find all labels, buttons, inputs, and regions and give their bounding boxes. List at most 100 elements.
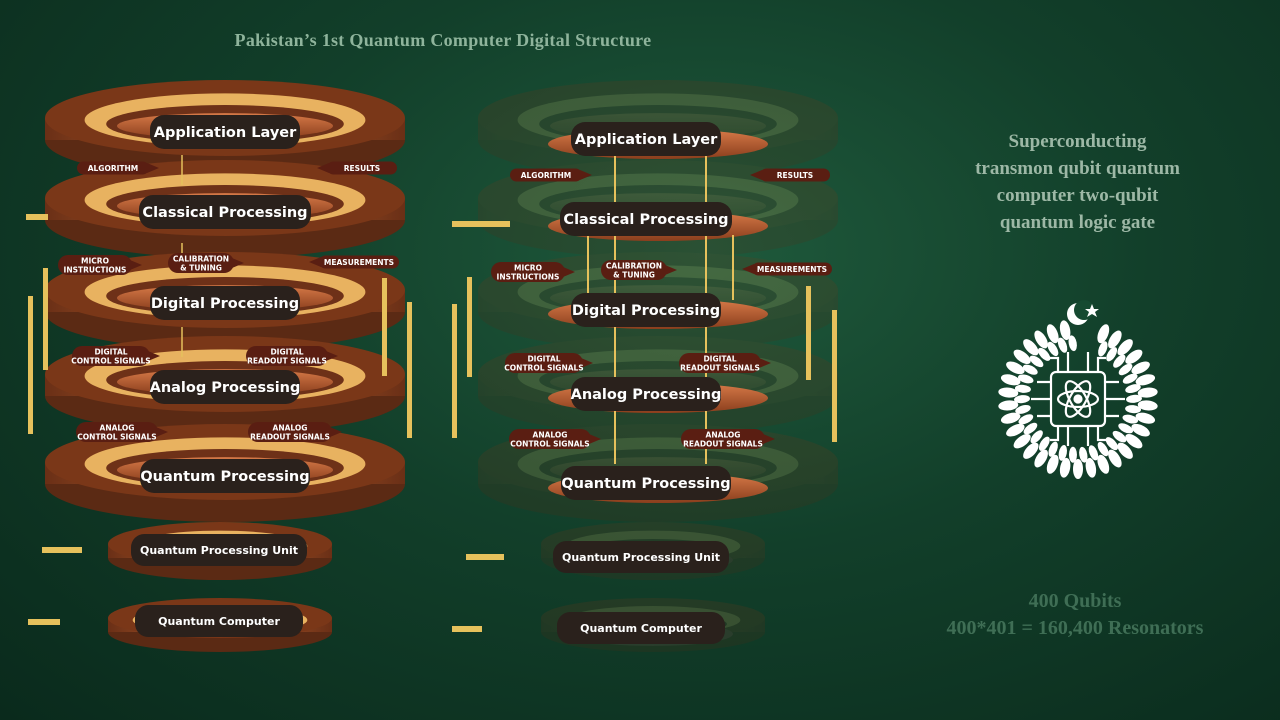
tag-digital-control-label: DIGITAL: [527, 355, 560, 364]
leaf-icon: [1108, 330, 1122, 349]
layer-quantum-label: Quantum Processing: [140, 469, 309, 485]
accent-bar: [452, 304, 457, 438]
leaf-icon: [1118, 363, 1133, 376]
leaf-icon: [1000, 412, 1021, 424]
leaf-icon: [1006, 361, 1025, 375]
leaf-icon: [1013, 433, 1031, 449]
leaf-icon: [1122, 414, 1139, 424]
leaf-icon: [1073, 459, 1083, 479]
leaf-icon: [1113, 354, 1126, 368]
leaf-icon: [1137, 387, 1158, 398]
tag-micro-instructions-label: INSTRUCTIONS: [64, 266, 127, 275]
description-text: Superconducting transmon qubit quantum c…: [930, 128, 1225, 236]
crescent-star-icon: [1067, 300, 1099, 325]
leaf-icon: [1014, 395, 1030, 404]
leaf-icon: [1088, 445, 1099, 461]
layer-qpu: Quantum Processing Unit: [131, 534, 307, 566]
description-line: quantum logic gate: [999, 212, 1156, 233]
layer-digital-label: Digital Processing: [572, 303, 720, 319]
leaf-icon: [1106, 347, 1118, 362]
leaf-icon: [1018, 414, 1034, 425]
leaf-icon: [1125, 384, 1141, 394]
leaf-icon: [1022, 364, 1038, 375]
leaf-icon: [1126, 394, 1142, 403]
accent-bars: [26, 214, 837, 632]
leaf-icon: [1046, 324, 1059, 344]
tag-calibration: CALIBRATION& TUNING: [601, 260, 677, 280]
tag-analog-readout-label: ANALOG: [706, 431, 741, 440]
tag-calibration-label: CALIBRATION: [173, 255, 229, 264]
tag-digital-readout-label: DIGITAL: [270, 348, 303, 357]
leaf-icon: [1131, 361, 1150, 375]
leaf-icon: [1015, 404, 1031, 414]
accent-bar: [28, 619, 60, 625]
leaf-icon: [1122, 373, 1138, 384]
resonator-count: 400*401 = 160,400 Resonators: [946, 617, 1204, 639]
leaf-icon: [1013, 349, 1031, 365]
layer-computer: Quantum Computer: [557, 612, 725, 644]
layer-computer: Quantum Computer: [135, 605, 303, 637]
accent-bar: [42, 547, 82, 553]
accent-bar: [407, 302, 412, 438]
tag-micro-instructions-label: MICRO: [81, 257, 109, 266]
layer-qpu: Quantum Processing Unit: [553, 541, 729, 573]
tag-analog-control-label: ANALOG: [533, 431, 568, 440]
accent-bar: [382, 278, 387, 376]
leaf-icon: [1023, 442, 1039, 459]
layer-computer-label: Quantum Computer: [158, 615, 280, 628]
tag-digital-control-label: CONTROL SIGNALS: [71, 357, 150, 366]
layer-analog: Analog Processing: [150, 370, 300, 404]
tag-algorithm: ALGORITHM: [77, 161, 159, 175]
leaf-icon: [1029, 355, 1044, 368]
leaf-icon: [1000, 374, 1021, 386]
leaf-icon: [1117, 339, 1133, 356]
atom-chip-icon: [1031, 352, 1125, 446]
tag-digital-control-label: DIGITAL: [94, 348, 127, 357]
tag-algorithm-label: ALGORITHM: [88, 164, 139, 173]
layer-analog: Analog Processing: [571, 377, 721, 411]
stats-block: 400 Qubits 400*401 = 160,400 Resonators: [880, 588, 1270, 642]
leaf-icon: [1034, 330, 1048, 349]
leaf-icon: [1108, 449, 1122, 468]
tag-results-label: RESULTS: [344, 164, 380, 173]
leaf-wreath-icon: [998, 320, 1158, 479]
layer-qpu-label: Quantum Processing Unit: [562, 551, 720, 564]
layer-quantum: Quantum Processing: [561, 466, 731, 500]
tag-measurements: MEASUREMENTS: [742, 262, 832, 276]
leaf-icon: [1057, 337, 1068, 353]
leaf-icon: [1046, 454, 1059, 474]
page-title: Pakistan’s 1st Quantum Computer Digital …: [234, 30, 652, 50]
tag-analog-control-label: ANALOG: [100, 424, 135, 433]
leaf-icon: [1058, 445, 1068, 461]
tag-algorithm-label: ALGORITHM: [521, 171, 572, 180]
accent-bar: [806, 286, 811, 380]
layer-application: Application Layer: [150, 115, 300, 149]
leaf-icon: [1023, 339, 1039, 356]
tag-analog-readout-label: ANALOG: [273, 424, 308, 433]
tag-digital-control-label: CONTROL SIGNALS: [504, 364, 583, 373]
leaf-icon: [1125, 349, 1143, 365]
leaf-icon: [1034, 449, 1048, 468]
leaf-icon: [1017, 374, 1034, 384]
leaf-icon: [1118, 423, 1134, 434]
tag-digital-readout-label: READOUT SIGNALS: [680, 364, 760, 373]
leaf-icon: [1125, 405, 1142, 414]
leaf-icon: [1014, 384, 1031, 393]
tag-results: RESULTS: [750, 168, 830, 182]
leaf-icon: [1085, 457, 1097, 478]
qubit-count: 400 Qubits: [1028, 590, 1122, 612]
leaf-icon: [1059, 457, 1071, 478]
leaf-icon: [1023, 422, 1038, 435]
accent-bar: [26, 214, 48, 220]
leaf-icon: [1037, 347, 1051, 361]
leaf-icon: [1068, 446, 1077, 463]
leaf-icon: [1125, 433, 1143, 449]
leaf-icon: [1030, 430, 1043, 444]
